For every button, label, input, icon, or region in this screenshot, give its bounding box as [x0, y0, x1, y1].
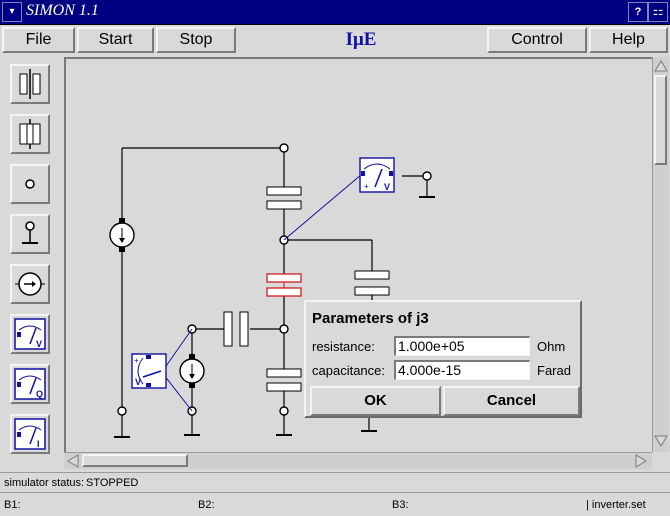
cancel-button[interactable]: Cancel [443, 386, 580, 416]
vertical-scroll-thumb[interactable] [654, 75, 667, 165]
current-source-middle[interactable] [179, 354, 205, 388]
junction-j1[interactable] [266, 186, 302, 210]
circuit-diagram[interactable]: + V + V [66, 59, 652, 452]
start-button[interactable]: Start [77, 27, 154, 53]
scroll-down-icon[interactable] [654, 434, 668, 448]
capacitance-label: capacitance: [312, 363, 385, 378]
node-tool-button[interactable] [10, 164, 50, 204]
scroll-left-icon[interactable] [66, 454, 80, 468]
voltmeter-left[interactable]: + V [131, 328, 193, 412]
current-source-left[interactable] [109, 218, 135, 252]
vertical-scrollbar[interactable] [652, 57, 669, 452]
stop-button[interactable]: Stop [156, 27, 236, 53]
current-source-tool-icon [15, 272, 45, 296]
menu-bar: File Start Stop IμE Control Help [0, 25, 670, 54]
ground-tool-button[interactable] [10, 214, 50, 254]
dialog-title: Parameters of j3 [312, 310, 429, 327]
resistance-label: resistance: [312, 339, 375, 354]
svg-text:Q: Q [36, 389, 43, 399]
junction-j2[interactable] [266, 368, 302, 392]
help-menu[interactable]: Help [589, 27, 668, 53]
ok-button[interactable]: OK [310, 386, 441, 416]
junction-tool-alt-button[interactable] [10, 114, 50, 154]
tool-palette: V Q I [0, 56, 62, 468]
capacitance-input[interactable]: 4.000e-15 [394, 360, 530, 380]
ime-logo: IμE [346, 29, 377, 49]
capacitor-middle[interactable] [223, 311, 249, 347]
voltmeter-tool-icon: V [14, 318, 46, 350]
svg-text:V: V [36, 339, 42, 349]
svg-text:V: V [135, 377, 141, 387]
current-source-tool-button[interactable] [10, 264, 50, 304]
junction-tool-button[interactable] [10, 64, 50, 104]
charge-meter-tool-icon: Q [14, 368, 46, 400]
button-status-bar: B1: B2: B3: | inverter.set [0, 492, 670, 516]
window-menu-icon[interactable]: ▾ [2, 2, 22, 22]
ground-tool-icon [22, 221, 38, 244]
capacitance-unit: Farad [537, 363, 571, 378]
svg-text:+: + [364, 182, 369, 191]
status-bar: simulator status: STOPPED [0, 472, 670, 493]
window-title: SIMON 1.1 [26, 2, 99, 19]
resistance-input[interactable]: 1.000e+05 [394, 336, 530, 356]
capacitor-right[interactable] [354, 270, 390, 296]
ammeter-tool-icon: I [14, 418, 46, 450]
file-name: | inverter.set [586, 499, 646, 511]
file-menu[interactable]: File [2, 27, 75, 53]
b2-label: B2: [198, 499, 215, 511]
node-tool-icon [25, 179, 35, 189]
junction-tool-alt-icon [19, 119, 41, 149]
resistance-unit: Ohm [537, 339, 566, 354]
b3-label: B3: [392, 499, 409, 511]
parameters-dialog: Parameters of j3 resistance: 1.000e+05 O… [304, 300, 582, 418]
svg-text:I: I [37, 439, 40, 449]
status-value: STOPPED [86, 477, 139, 489]
control-menu[interactable]: Control [487, 27, 587, 53]
scroll-right-icon[interactable] [634, 454, 648, 468]
horizontal-scrollbar[interactable] [64, 452, 652, 469]
horizontal-scroll-thumb[interactable] [82, 454, 188, 467]
svg-text:+: + [134, 356, 139, 365]
help-icon[interactable]: ? [628, 2, 648, 22]
ammeter-tool-button[interactable]: I [10, 414, 50, 454]
junction-tool-icon [19, 69, 41, 99]
svg-text:IμE: IμE [346, 29, 377, 49]
charge-meter-tool-button[interactable]: Q [10, 364, 50, 404]
junction-j3-selected[interactable] [266, 273, 302, 297]
maximize-icon[interactable]: ⚏ [648, 2, 668, 22]
b1-label: B1: [4, 499, 21, 511]
status-label: simulator status: [4, 477, 85, 489]
svg-text:V: V [384, 182, 390, 192]
voltmeter-tool-button[interactable]: V [10, 314, 50, 354]
title-bar: ▾ SIMON 1.1 ? ⚏ [0, 0, 670, 25]
scroll-up-icon[interactable] [654, 59, 668, 73]
voltmeter-top[interactable]: + V [283, 148, 395, 241]
